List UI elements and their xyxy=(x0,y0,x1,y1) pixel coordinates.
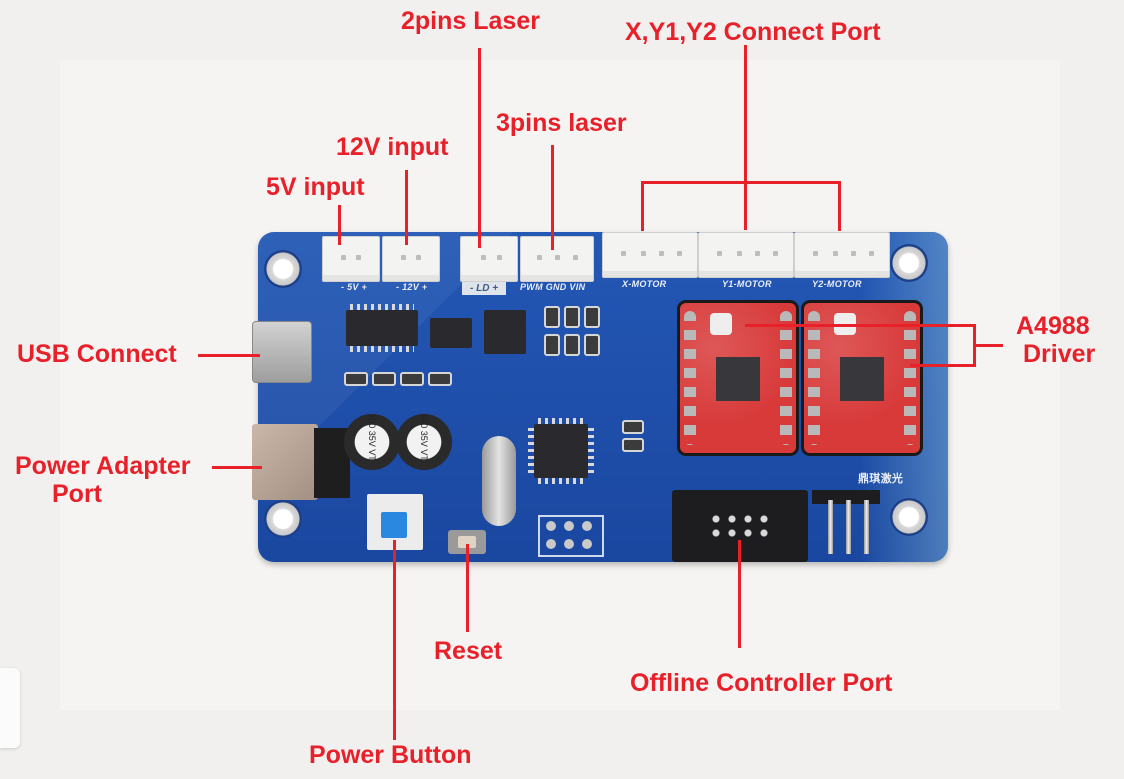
side-card-fragment xyxy=(0,668,20,748)
smd-component xyxy=(372,372,396,386)
silk-y2-motor: Y2-MOTOR xyxy=(812,279,862,289)
silk-y1-motor: Y1-MOTOR xyxy=(722,279,772,289)
mount-hole-bottom-right xyxy=(890,498,928,536)
leader-usb xyxy=(198,354,260,357)
header-pin xyxy=(828,500,833,554)
label-3pins-laser: 3pins laser xyxy=(496,109,627,137)
leader-a4988-bottom xyxy=(910,364,975,367)
smd-component xyxy=(400,372,424,386)
leader-xy-trunk xyxy=(744,45,747,230)
leader-3pins-laser xyxy=(551,145,554,250)
connector-5v xyxy=(322,236,380,282)
smd-component xyxy=(564,334,580,356)
usb-port xyxy=(252,321,312,383)
connector-3pin-laser xyxy=(520,236,594,282)
smd-component xyxy=(344,372,368,386)
label-a4988: A4988 xyxy=(1016,312,1090,340)
smd-component xyxy=(622,438,644,452)
regulator-sot223 xyxy=(430,318,472,348)
leader-a4988-stub xyxy=(973,344,1003,347)
electrolytic-capacitor: 100 35V VT xyxy=(396,413,452,470)
leader-xy-bar xyxy=(641,181,841,184)
label-power-adapter: Power Adapter xyxy=(15,452,191,480)
smd-component xyxy=(564,306,580,328)
label-offline-controller-port: Offline Controller Port xyxy=(630,669,893,697)
electrolytic-capacitor: 100 35V VT xyxy=(344,413,400,470)
dc-power-jack xyxy=(252,424,352,500)
connector-y2-motor xyxy=(794,232,890,278)
label-power-button: Power Button xyxy=(309,741,472,769)
label-power-adapter-port: Port xyxy=(52,480,102,508)
label-driver: Driver xyxy=(1023,340,1096,368)
microcontroller-atmega xyxy=(528,418,594,484)
connector-y1-motor xyxy=(698,232,794,278)
regulator-dpak xyxy=(484,310,526,354)
label-xy-connect-port: X,Y1,Y2 Connect Port xyxy=(625,18,881,46)
icsp-pads xyxy=(538,515,604,557)
potentiometer-icon xyxy=(710,313,732,335)
mount-hole-top-left xyxy=(264,250,302,288)
mount-hole-top-right xyxy=(890,244,928,282)
smd-component xyxy=(544,306,560,328)
header-pin xyxy=(864,500,869,554)
leader-power-button xyxy=(393,540,396,740)
silk-x-motor: X-MOTOR xyxy=(622,279,667,289)
silk-brand: 鼎琪激光 xyxy=(858,473,904,485)
leader-5v xyxy=(338,205,341,245)
smd-component xyxy=(584,334,600,356)
leader-xy-right xyxy=(838,181,841,231)
leader-12v xyxy=(405,170,408,245)
cap-marking: 100 35V VT xyxy=(419,413,429,461)
smd-component xyxy=(584,306,600,328)
smd-component xyxy=(622,420,644,434)
a4988-driver-x xyxy=(680,303,796,453)
label-12v-input: 12V input xyxy=(336,133,449,161)
leader-2pins-laser xyxy=(478,48,481,248)
connector-2pin-laser xyxy=(460,236,518,282)
silk-ld: - LD + xyxy=(462,282,507,295)
leader-xy-left xyxy=(641,181,644,231)
silk-5v: - 5V + xyxy=(341,282,368,292)
ic-soic xyxy=(346,304,418,352)
connector-x-motor xyxy=(602,232,698,278)
label-reset: Reset xyxy=(434,637,503,665)
leader-offline-controller xyxy=(738,540,741,648)
silk-12v: - 12V + xyxy=(396,282,428,292)
leader-power-adapter xyxy=(212,466,262,469)
smd-component xyxy=(544,334,560,356)
connector-12v xyxy=(382,236,440,282)
header-pin xyxy=(846,500,851,554)
label-usb-connect: USB Connect xyxy=(17,340,177,368)
leader-reset xyxy=(466,544,469,632)
label-2pins-laser: 2pins Laser xyxy=(401,7,540,35)
crystal-oscillator xyxy=(482,436,516,526)
leader-a4988-top xyxy=(745,324,975,327)
smd-component xyxy=(428,372,452,386)
label-5v-input: 5V input xyxy=(266,173,365,201)
cap-marking: 100 35V VT xyxy=(367,413,377,461)
a4988-driver-y xyxy=(804,303,920,453)
mount-hole-bottom-left xyxy=(264,500,302,538)
silk-pwm-gnd-vin: PWM GND VIN xyxy=(520,282,586,292)
